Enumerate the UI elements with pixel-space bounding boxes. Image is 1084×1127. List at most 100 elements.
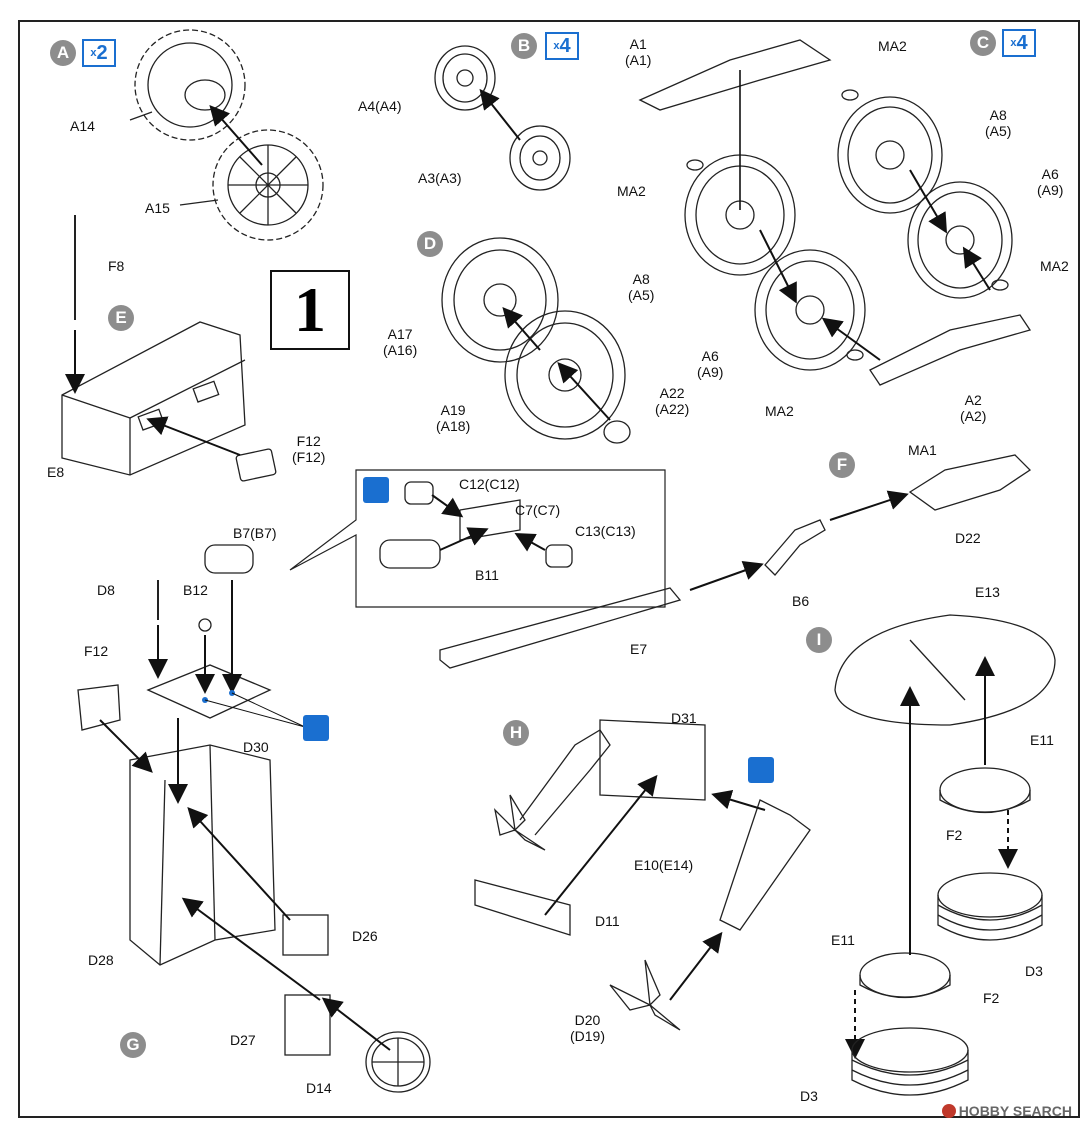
label-b12: B12 [183, 582, 208, 598]
label-d8: D8 [97, 582, 115, 598]
wheel-a3 [509, 125, 571, 191]
section-marker-c: C [970, 30, 996, 56]
part-d11 [474, 879, 571, 936]
pedestal-d28 [129, 744, 276, 966]
label-e10: E10(E14) [634, 857, 694, 873]
label-a8-right: A8(A5) [985, 107, 1012, 139]
ring-e11-bottom [859, 952, 951, 998]
label-ma2-top: MA2 [878, 38, 907, 54]
shaft-arm-left [519, 729, 611, 836]
road-wheel-a6-right [907, 181, 1013, 299]
wheel-a19 [504, 310, 626, 440]
do-not-glue-icon [748, 757, 774, 783]
label-e11-top: E11 [1030, 732, 1054, 748]
propeller-left [493, 794, 546, 851]
sprocket-a15 [212, 129, 324, 241]
section-marker-b: B [511, 33, 537, 59]
label-d22: D22 [955, 530, 981, 546]
label-f2-top: F2 [946, 827, 963, 843]
label-d3-bottom: D3 [800, 1088, 818, 1104]
muffler-ma1 [908, 454, 1032, 511]
part-b6 [764, 519, 826, 576]
part-d27 [284, 994, 331, 1056]
label-a3: A3(A3) [418, 170, 462, 186]
label-d31: D31 [671, 710, 697, 726]
label-f8: F8 [108, 258, 125, 274]
label-a6-left: A6(A9) [697, 348, 724, 380]
label-a19: A19(A18) [436, 402, 471, 434]
label-e8: E8 [47, 464, 65, 480]
multiplier-c: x4 [1002, 29, 1036, 57]
label-d11: D11 [595, 913, 620, 929]
label-e13: E13 [975, 584, 1000, 600]
watermark: HOBBY SEARCH [941, 1103, 1072, 1119]
label-ma2-left: MA2 [617, 183, 646, 199]
callout-balloon [289, 469, 666, 608]
road-wheel-a6-left [754, 249, 866, 371]
section-marker-a: A [50, 40, 76, 66]
label-c13: C13(C13) [575, 523, 636, 539]
label-a15: A15 [145, 200, 170, 216]
propeller-d20 [609, 959, 681, 1031]
ring-d3-bottom [851, 1027, 969, 1096]
wheel-a4 [434, 45, 496, 111]
label-d26: D26 [352, 928, 378, 944]
label-d28: D28 [88, 952, 114, 968]
label-f12-g: F12 [84, 643, 109, 659]
label-f2-bottom: F2 [983, 990, 1000, 1006]
gearbox-d31 [599, 719, 706, 801]
plate-d30 [146, 664, 272, 719]
section-marker-i: I [806, 627, 832, 653]
label-b11: B11 [475, 567, 499, 583]
suspension-arm-a1 [638, 39, 832, 111]
label-a2: A2(A2) [960, 392, 987, 424]
label-d14: D14 [306, 1080, 332, 1096]
label-c7: C7(C7) [515, 502, 561, 518]
section-marker-d: D [417, 231, 443, 257]
ring-d3-top [937, 872, 1043, 941]
label-a1: A1(A1) [625, 36, 652, 68]
handwheel-d14 [365, 1031, 431, 1093]
drill-hole-icon [303, 715, 329, 741]
section-marker-e: E [108, 305, 134, 331]
shaft-e10 [719, 799, 811, 931]
part-b7 [204, 544, 254, 574]
section-marker-f: F [829, 452, 855, 478]
label-a17: A17(A16) [383, 326, 418, 358]
label-b7: B7(B7) [233, 525, 277, 541]
suspension-arm-a2 [869, 314, 1032, 386]
label-c12: C12(C12) [459, 476, 520, 492]
label-a4: A4(A4) [358, 98, 402, 114]
label-d30: D30 [243, 739, 269, 755]
label-e11-bottom: E11 [831, 932, 855, 948]
label-e7: E7 [630, 641, 648, 657]
label-a8-left: A8(A5) [628, 271, 655, 303]
section-marker-h: H [503, 720, 529, 746]
multiplier-b: x4 [545, 32, 579, 60]
label-b6: B6 [792, 593, 810, 609]
section-marker-g: G [120, 1032, 146, 1058]
hatch-f12 [235, 448, 277, 482]
paint-brush-icon [363, 477, 389, 503]
cover-e13 [834, 614, 1056, 726]
pipe-e7 [439, 587, 682, 669]
label-d3-top: D3 [1025, 963, 1043, 979]
box-e8 [61, 321, 246, 476]
watermark-logo-icon [941, 1104, 956, 1118]
label-d27: D27 [230, 1032, 256, 1048]
step-number: 1 [270, 270, 350, 350]
label-ma2-right: MA2 [1040, 258, 1069, 274]
label-a6-right: A6(A9) [1037, 166, 1064, 198]
part-f12-g [77, 684, 121, 731]
multiplier-a: x2 [82, 39, 116, 67]
ring-e11-top [939, 767, 1031, 813]
label-ma1: MA1 [908, 442, 937, 458]
road-wheel-a8-right [837, 96, 943, 214]
cap-a22 [603, 420, 631, 444]
label-ma2-bottom: MA2 [765, 403, 794, 419]
label-a22: A22(A22) [655, 385, 690, 417]
wheel-a17 [441, 237, 559, 363]
label-f12: F12(F12) [292, 433, 326, 465]
label-a14: A14 [70, 118, 95, 134]
